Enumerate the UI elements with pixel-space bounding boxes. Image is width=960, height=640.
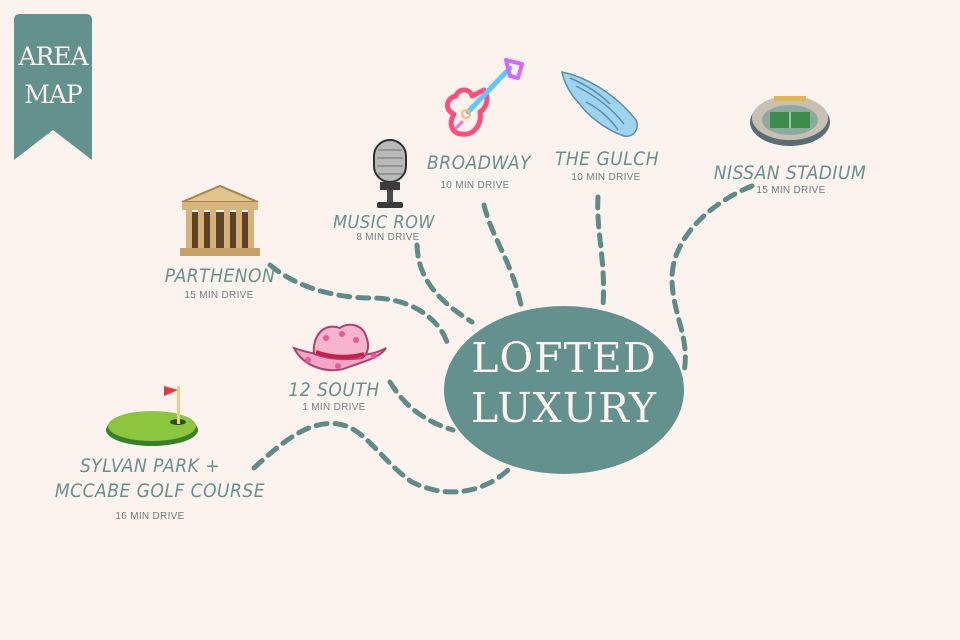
path-parthenon [267, 262, 451, 348]
path-gulch [595, 194, 607, 309]
location-name-broadway: BROADWAY [427, 152, 531, 174]
location-name-sylvan-park-line-2: MCCABE GOLF COURSE [54, 480, 266, 502]
golf-flag-icon [106, 386, 198, 446]
location-drive-sylvan-park: 16 MIN DRIVE [115, 511, 185, 522]
path-music-row [414, 242, 475, 325]
location-drive-the-gulch: 10 MIN DRIVE [571, 172, 641, 183]
ribbon-line-1: AREA [18, 42, 88, 71]
path-12-south [387, 379, 456, 433]
hub-title-line-1: LOFTED [471, 334, 657, 382]
wing-icon [561, 71, 638, 137]
location-drive-music-row: 8 MIN DRIVE [356, 232, 420, 243]
location-name-12-south: 12 SOUTH [288, 379, 380, 401]
location-drive-nissan-stadium: 15 MIN DRIVE [756, 185, 826, 196]
stadium-icon [750, 96, 830, 146]
location-drive-12-south: 1 MIN DRIVE [302, 402, 366, 413]
ribbon-line-2: MAP [24, 80, 82, 109]
hub-oval [444, 306, 684, 474]
location-drive-broadway: 10 MIN DRIVE [440, 180, 510, 191]
parthenon-icon [180, 184, 260, 256]
location-drive-parthenon: 15 MIN DRIVE [184, 290, 254, 301]
area-map-ribbon [14, 14, 92, 160]
path-sylvan [251, 420, 511, 495]
path-stadium [669, 183, 755, 375]
location-name-the-gulch: THE GULCH [554, 148, 660, 170]
guitar-icon [445, 58, 524, 137]
location-name-nissan-stadium: NISSAN STADIUM [713, 162, 867, 184]
location-name-parthenon: PARTHENON [164, 265, 276, 287]
cowboy-hat-icon [291, 323, 387, 372]
location-name-music-row: MUSIC ROW [333, 212, 435, 233]
location-name-sylvan-park-line-1: SYLVAN PARK + [79, 455, 221, 477]
hub-title-line-2: LUXURY [471, 384, 657, 432]
microphone-icon [373, 139, 407, 208]
path-broadway [481, 202, 524, 308]
